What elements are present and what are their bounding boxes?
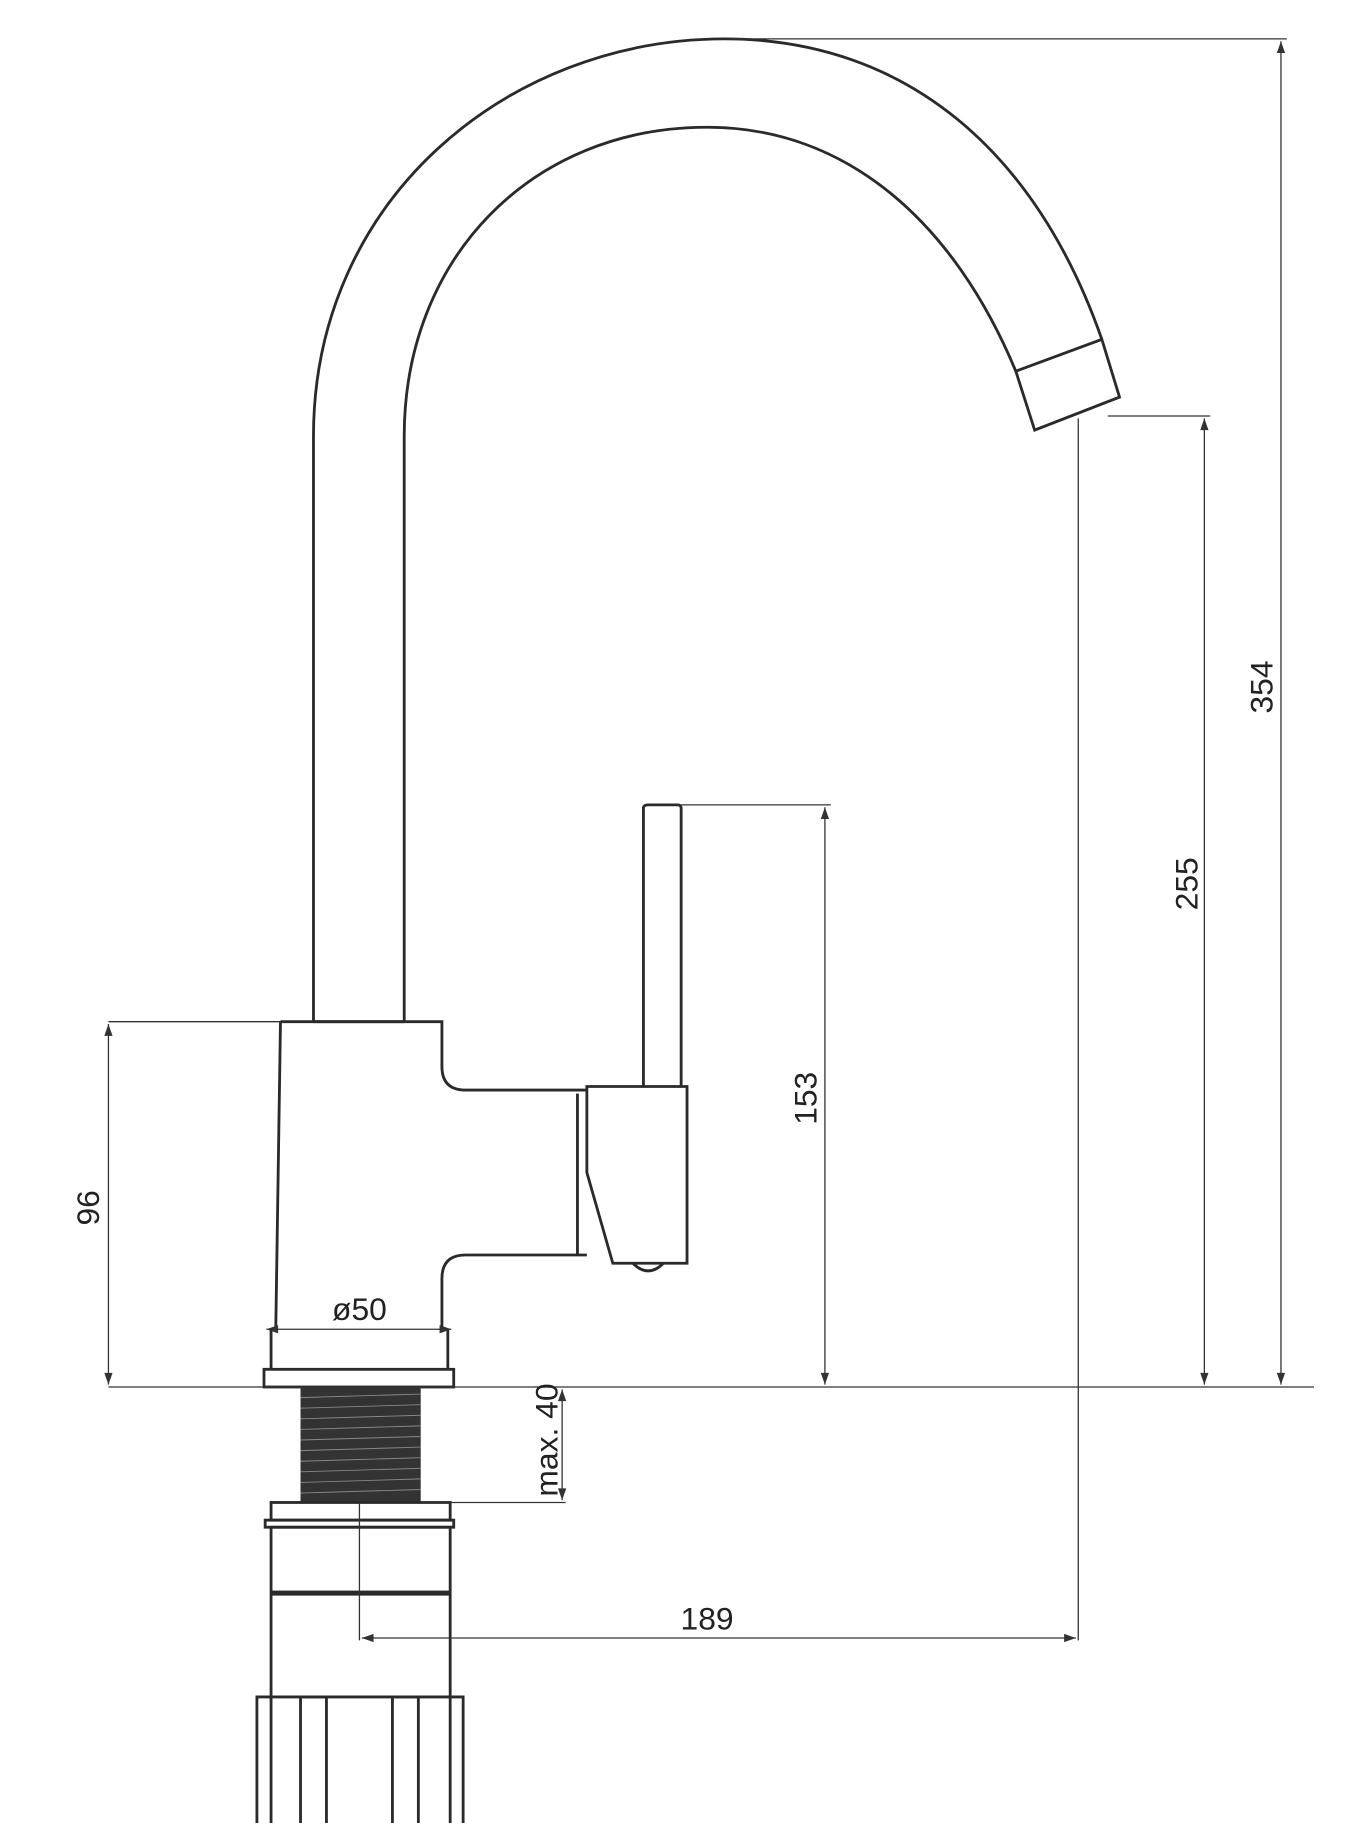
lever-handle	[585, 803, 689, 1273]
base-mount	[255, 1329, 465, 1823]
dim-label-spout-reach: 189	[681, 1601, 734, 1637]
dim-label-body-height: 96	[70, 1190, 106, 1225]
faucet-body	[274, 1020, 587, 1330]
dim-label-base-diameter: ø50	[332, 1291, 387, 1327]
dim-label-max-thickness: max. 40	[528, 1383, 564, 1496]
dim-label-lever-height: 153	[788, 1072, 824, 1125]
threaded-rod	[300, 1386, 421, 1503]
dim-label-total-height: 354	[1244, 660, 1280, 713]
dimension-lines	[104, 38, 1314, 1643]
aerator-tip	[1014, 337, 1122, 432]
spout	[312, 37, 1122, 1022]
dim-label-spout-height: 255	[1168, 857, 1204, 910]
